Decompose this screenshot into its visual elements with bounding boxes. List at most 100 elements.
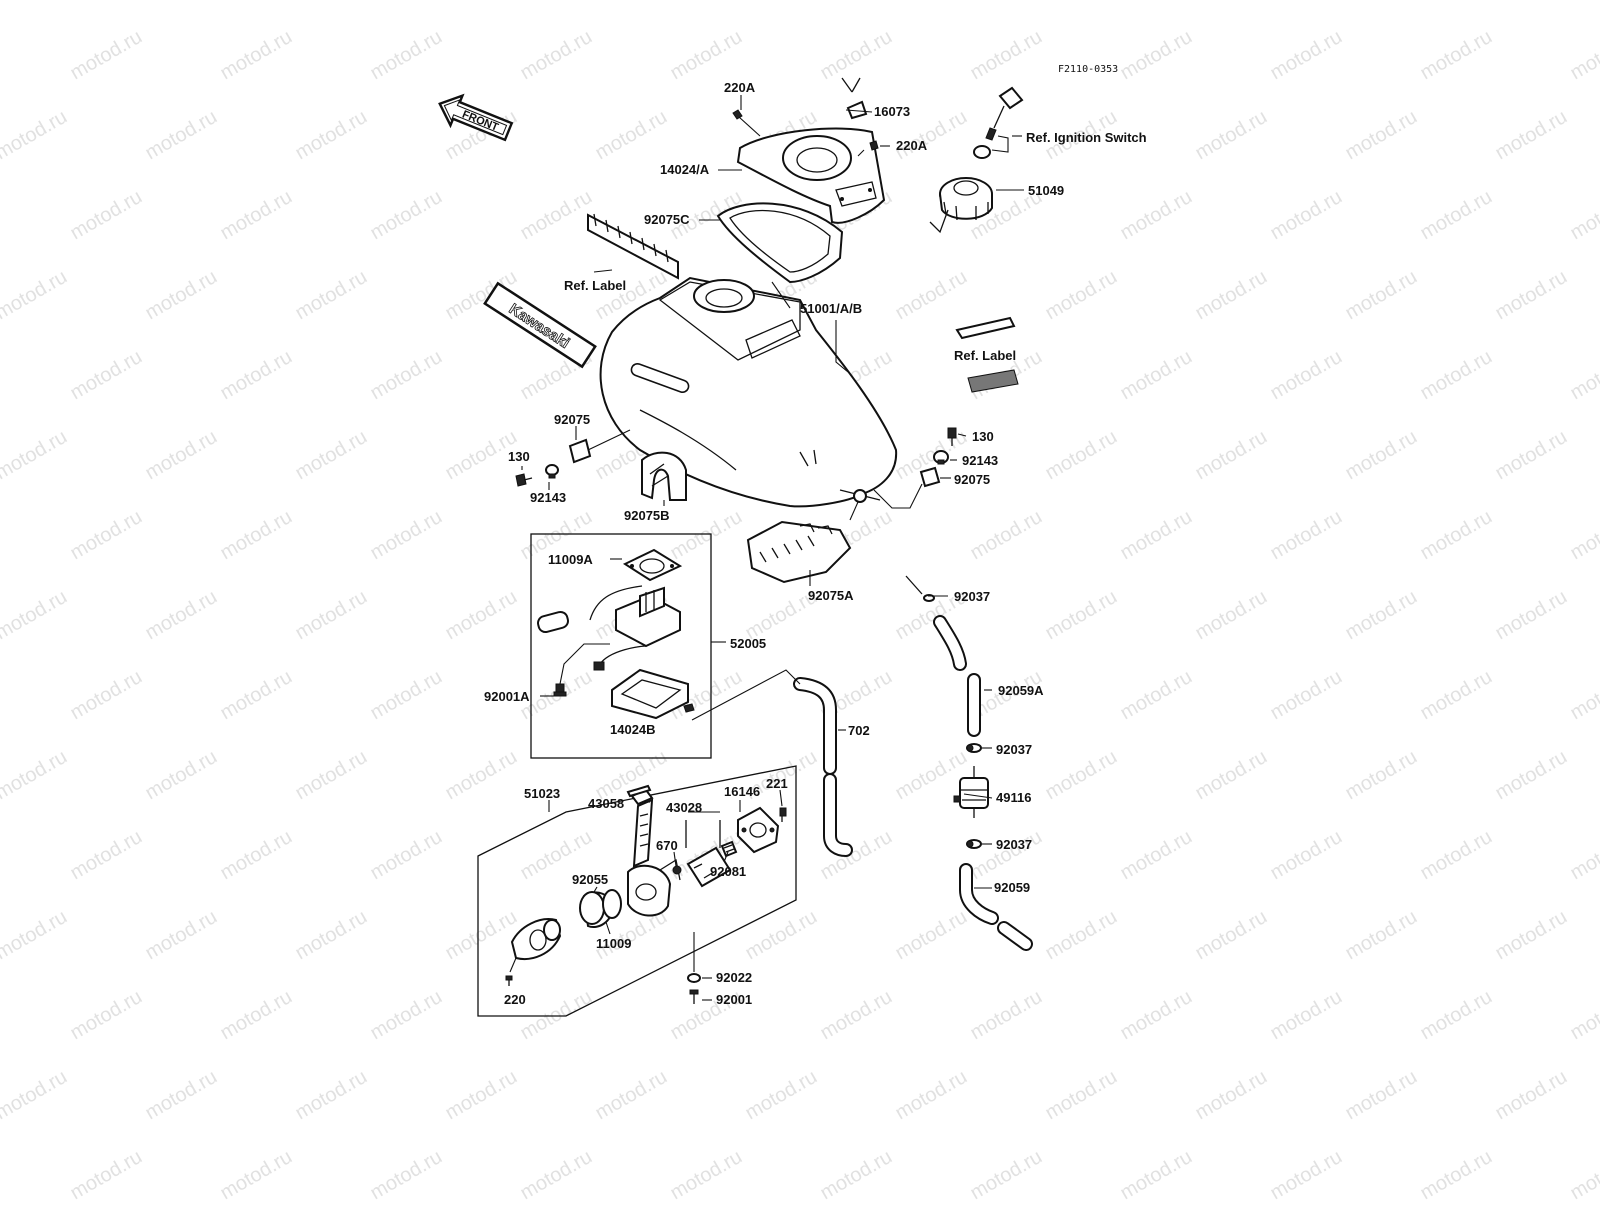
watermark-text: motod.ru: [1342, 426, 1421, 485]
watermark-text: motod.ru: [217, 506, 296, 565]
watermark-text: motod.ru: [1342, 266, 1421, 325]
label-92059: 92059: [994, 880, 1030, 895]
watermark-text: motod.ru: [892, 266, 971, 325]
watermark-text: motod.ru: [142, 586, 221, 645]
watermark-text: motod.ru: [67, 506, 146, 565]
watermark-text: motod.ru: [667, 26, 746, 85]
screw-220a-top-icon: [733, 110, 760, 136]
label-11009: 11009: [596, 936, 631, 951]
watermark-text: motod.ru: [1567, 666, 1600, 725]
watermark-text: motod.ru: [1192, 1066, 1271, 1125]
watermark-text: motod.ru: [142, 906, 221, 965]
watermark-text: motod.ru: [0, 426, 71, 485]
label-16146: 16146: [724, 784, 760, 799]
watermark-text: motod.ru: [442, 746, 521, 805]
watermark-text: motod.ru: [292, 426, 371, 485]
watermark-text: motod.ru: [442, 0, 521, 4]
label-92075b: 92075B: [624, 508, 670, 523]
clamp-92037-low-icon: [967, 840, 981, 848]
label-92001: 92001: [716, 992, 752, 1007]
label-11009a: 11009A: [548, 552, 593, 567]
watermark-text: motod.ru: [967, 986, 1046, 1045]
watermark-text: motod.ru: [892, 0, 971, 4]
watermark-text: motod.ru: [67, 186, 146, 245]
watermark-text: motod.ru: [517, 186, 596, 245]
label-130-left: 130: [508, 449, 530, 464]
watermark-text: motod.ru: [367, 1146, 446, 1200]
watermark-text: motod.ru: [1117, 26, 1196, 85]
diagram-code: F2110-0353: [1058, 64, 1118, 75]
label-92055: 92055: [572, 872, 608, 887]
watermark-text: motod.ru: [367, 506, 446, 565]
watermark-text: motod.ru: [1042, 1066, 1121, 1125]
watermark-text: motod.ru: [967, 26, 1046, 85]
watermark-text: motod.ru: [0, 106, 71, 165]
watermark-text: motod.ru: [1192, 906, 1271, 965]
ball-670-icon: [673, 866, 681, 874]
watermark-text: motod.ru: [1567, 346, 1600, 405]
label-51023: 51023: [524, 786, 560, 801]
watermark-text: motod.ru: [1342, 586, 1421, 645]
watermark-text: motod.ru: [1417, 1146, 1496, 1200]
label-92001a: 92001A: [484, 689, 530, 704]
watermark-text: motod.ru: [1267, 1146, 1346, 1200]
label-220a-right: 220A: [896, 138, 928, 153]
watermark-text: motod.ru: [817, 986, 896, 1045]
watermark-text: motod.ru: [1192, 746, 1271, 805]
label-670: 670: [656, 838, 678, 853]
rubber-92075b-part: [642, 453, 686, 500]
watermark-text: motod.ru: [67, 826, 146, 885]
watermark-text: motod.ru: [1417, 826, 1496, 885]
label-92081: 92081: [710, 864, 746, 879]
watermark-text: motod.ru: [367, 986, 446, 1045]
watermark-text: motod.ru: [1342, 106, 1421, 165]
bolt-92001-icon: [690, 990, 698, 1004]
label-92075a: 92075A: [808, 588, 854, 603]
watermark-text: motod.ru: [142, 0, 221, 4]
watermark-text: motod.ru: [67, 666, 146, 725]
watermark-text: motod.ru: [1567, 186, 1600, 245]
watermark-text: motod.ru: [1417, 346, 1496, 405]
watermark-text: motod.ru: [367, 346, 446, 405]
label-92037-a: 92037: [954, 589, 990, 604]
watermark-text: motod.ru: [1042, 586, 1121, 645]
watermark-text: motod.ru: [0, 586, 71, 645]
watermark-text: motod.ru: [217, 346, 296, 405]
label-49116: 49116: [996, 790, 1031, 805]
watermark-text: motod.ru: [442, 1066, 521, 1125]
watermark-text: motod.ru: [217, 1146, 296, 1200]
watermark-text: motod.ru: [1117, 1146, 1196, 1200]
label-92022: 92022: [716, 970, 752, 985]
watermark-text: motod.ru: [217, 986, 296, 1045]
watermark-text: motod.ru: [142, 426, 221, 485]
watermark-text: motod.ru: [1267, 666, 1346, 725]
watermark-text: motod.ru: [1042, 0, 1121, 4]
watermark-text: motod.ru: [367, 26, 446, 85]
screw-220-icon: [506, 958, 516, 986]
watermark-text: motod.ru: [67, 1146, 146, 1200]
watermark-text: motod.ru: [1567, 26, 1600, 85]
watermark-text: motod.ru: [292, 266, 371, 325]
watermark-text: motod.ru: [292, 1066, 371, 1125]
watermark-text: motod.ru: [1117, 986, 1196, 1045]
label-92075-left: 92075: [554, 412, 590, 427]
ignition-key-icon: [974, 88, 1022, 158]
watermark-text: motod.ru: [67, 346, 146, 405]
watermark-text: motod.ru: [217, 26, 296, 85]
watermark-text: motod.ru: [1267, 26, 1346, 85]
watermark-text: motod.ru: [1417, 506, 1496, 565]
watermark-text: motod.ru: [1192, 106, 1271, 165]
watermark-text: motod.ru: [1492, 906, 1571, 965]
watermark-text: motod.ru: [517, 986, 596, 1045]
watermark-text: motod.ru: [0, 906, 71, 965]
watermark-text: motod.ru: [217, 186, 296, 245]
watermark-text: motod.ru: [1192, 0, 1271, 4]
watermark-text: motod.ru: [817, 26, 896, 85]
clip-16073-icon: [842, 78, 866, 118]
watermark-text: motod.ru: [0, 0, 71, 4]
spring-92081-icon: [722, 842, 736, 856]
watermark-text: motod.ru: [0, 746, 71, 805]
watermark-text: motod.ru: [217, 666, 296, 725]
